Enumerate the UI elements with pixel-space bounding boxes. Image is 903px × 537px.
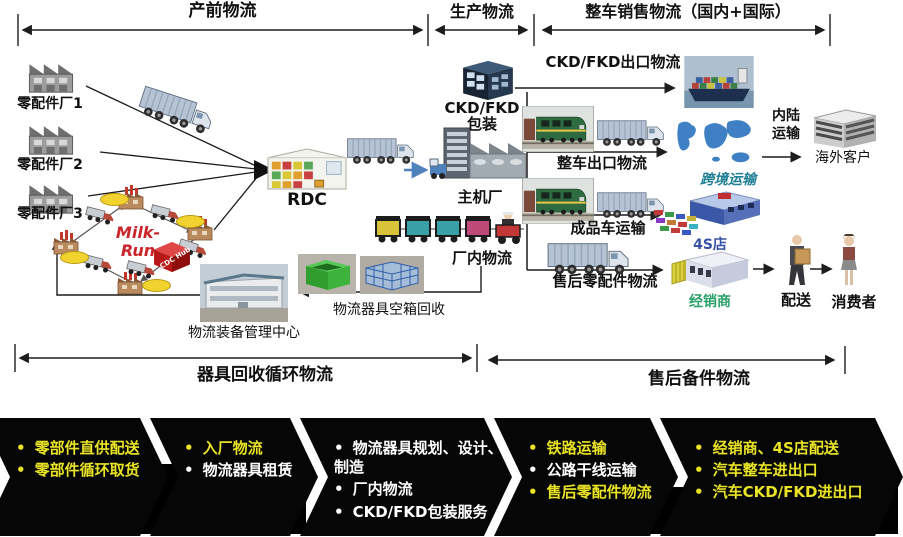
ckd-packaging-label-1: CKD/FKD [444,99,520,117]
empty-return-label: 物流器具空箱回收 [333,302,445,318]
truck-icon [596,116,668,149]
train-icon [522,106,594,152]
equipment-center-label: 物流装备管理中心 [188,325,300,341]
banner-list: 入厂物流 物流器具租赁 [150,418,318,480]
banner-item: 零部件循环取货 [16,461,160,480]
banner-item: CKD/FKD包装服务 [334,503,504,522]
phase-brackets [14,14,846,374]
supplier-badge [142,279,171,292]
equipment-center-icon [200,264,288,322]
overseas-customer-label: 海外客户 [815,150,871,166]
dealer-label: 经销商 [689,294,731,310]
phase-production: 生产物流 [449,2,514,21]
banner-item: 汽车CKD/FKD进出口 [694,483,895,502]
parts-factory-1-label: 零配件厂1 [17,96,83,112]
vehicle-export-label: 整车出口物流 [556,154,647,172]
green-container-icon [298,254,356,294]
factory-icon [24,118,78,158]
phase-sales: 整车销售物流（国内+国际） [585,2,791,21]
supply-lines [85,85,259,231]
aftersales-parts-label: 售后零配件物流 [552,272,658,290]
milk-run-label: Milk-Run [115,223,161,261]
banner-distribution: 经销商、4S店配送 汽车整车进出口 汽车CKD/FKD进出口 [660,418,903,536]
cross-border-label: 跨境运输 [700,172,756,188]
dealer-icon [670,250,750,294]
train-icon [522,178,594,224]
banner-list: 零部件直供配送 零部件循环取货 [0,418,168,480]
phase-pre-production: 产前物流 [188,1,257,21]
banner-inbound: 入厂物流 物流器具租赁 [150,418,318,536]
banner-list: 经销商、4S店配送 汽车整车进出口 汽车CKD/FKD进出口 [660,418,903,503]
truck-icon [346,134,418,167]
factory-icon [24,56,78,96]
oem-plant-icon [428,126,528,188]
banner-transport: 铁路运输 公路干线运输 售后零配件物流 [494,418,678,536]
banner-item: 厂内物流 [334,480,504,499]
supplier-badge [176,215,205,228]
parts-factory-2-label: 零配件厂2 [17,157,83,173]
ckd-packaging-icon [452,58,524,102]
ckd-packaging-label-2: 包装 [466,115,497,133]
finished-vehicle-label: 成品车运输 [570,219,646,237]
inland-transport-label-2: 运输 [772,126,800,142]
ckd-export-label: CKD/FKD出口物流 [545,53,681,71]
banner-item: 物流器具规划、设计、制造 [334,439,504,477]
delivery-label: 配送 [780,291,811,309]
banner-item: 入厂物流 [184,439,310,458]
container-ship-icon [684,56,754,108]
supplier-badge [60,251,89,264]
delivery-man-icon [780,234,814,290]
banner-list: 物流器具规划、设计、制造 厂内物流 CKD/FKD包装服务 [300,418,512,522]
banner-item: 铁路运输 [528,439,670,458]
inland-transport-label-1: 内陆 [772,108,800,124]
4s-store-icon [652,190,762,240]
4s-store-label: 4S店 [693,237,727,253]
banner-item: 售后零配件物流 [528,483,670,502]
overseas-customer-icon [806,108,882,150]
inplant-logistics-label: 厂内物流 [451,249,512,267]
banner-list: 铁路运输 公路干线运输 售后零配件物流 [494,418,678,503]
banner-item: 公路干线运输 [528,461,670,480]
world-map-icon [672,116,756,171]
consumer-icon [836,234,862,288]
tow-train-icon [374,211,526,247]
parts-factory-3-label: 零配件厂3 [17,206,83,222]
oem-label: 主机厂 [457,188,503,206]
banner-item: 经销商、4S店配送 [694,439,895,458]
consumer-label: 消费者 [831,293,877,311]
banner-item: 汽车整车进出口 [694,461,895,480]
banner-equipment: 物流器具规划、设计、制造 厂内物流 CKD/FKD包装服务 [300,418,512,536]
banner-item: 零部件直供配送 [16,439,160,458]
equipment-recycle-span-label: 器具回收循环物流 [197,365,333,385]
rdc-arrowhead [254,160,274,180]
banner-item: 物流器具租赁 [184,461,310,480]
supplier-badge [100,193,129,206]
rdc-warehouse-icon [266,146,348,191]
rdc-label: RDC [287,190,327,210]
aftersales-spares-span-label: 售后备件物流 [648,369,750,389]
banner-parts-supply: 零部件直供配送 零部件循环取货 [0,418,168,536]
pallet-rack-icon [360,256,424,294]
